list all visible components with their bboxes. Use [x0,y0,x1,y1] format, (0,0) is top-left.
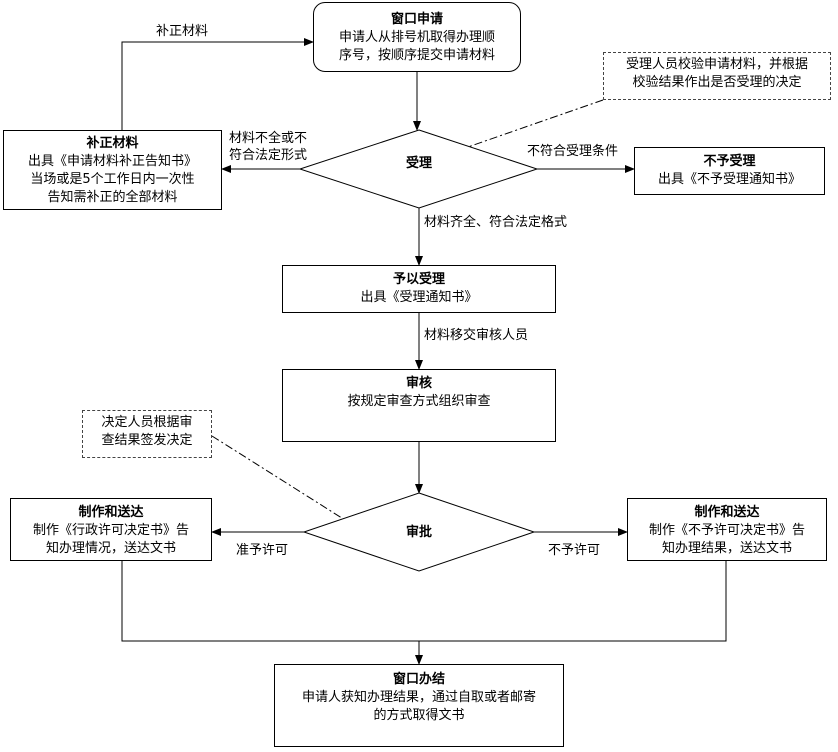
label-supplement-back: 补正材料 [156,24,209,40]
label-not-eligible: 不符合受理条件 [527,144,619,160]
note-connector-decision [211,435,346,521]
label-incomplete: 材料不全或不 符合法定形式 [229,130,308,164]
node-title: 制作和送达 [78,505,144,520]
edge-yes-to-finish [121,561,419,642]
make-deliver-deny-node: 制作和送达 制作《不予许可决定书》告 知办理结果，送达文书 [627,498,827,561]
review-node: 审核 按规定审查方式组织审查 [282,369,556,442]
note-text: 查结果签发决定 [101,433,193,448]
node-title: 制作和送达 [694,505,760,520]
label-permit: 准予许可 [236,543,289,559]
reject-accept-node: 不予受理 出具《不予受理通知书》 [634,147,825,195]
node-text: 制作《不予许可决定书》告 [648,523,805,538]
node-text: 知办理情况，送达文书 [45,541,176,556]
decision-note: 决定人员根据审 查结果签发决定 [82,410,212,458]
edge-supplement-to-apply [121,38,314,130]
node-title: 补正材料 [86,136,139,151]
supplement-node: 补正材料 出具《申请材料补正告知书》 当场或是5个工作日内一次性 告知需补正的全… [3,130,222,210]
note-text: 校验结果作出是否受理的决定 [632,75,802,90]
node-text: 出具《不予受理通知书》 [657,172,801,187]
node-title: 窗口办结 [392,672,445,687]
node-text: 出具《申请材料补正告知书》 [27,154,197,169]
make-deliver-permit-node: 制作和送达 制作《行政许可决定书》告 知办理情况，送达文书 [10,498,212,561]
edge-no-to-finish [419,561,727,642]
window-finish-node: 窗口办结 申请人获知办理结果，通过自取或者邮寄 的方式取得文书 [274,664,564,747]
approve-decision-label: 审批 [405,525,432,540]
note-connector-acceptance [464,99,604,149]
label-complete: 材料齐全、符合法定格式 [424,215,568,231]
note-text: 决定人员根据审 [101,415,193,430]
accept-decision-label: 受理 [405,156,432,171]
note-text: 受理人员校验申请材料，并根据 [625,57,808,72]
node-title: 予以受理 [392,272,445,287]
grant-accept-node: 予以受理 出具《受理通知书》 [282,265,556,313]
label-no-permit: 不予许可 [548,543,601,559]
node-text: 申请人获知办理结果，通过自取或者邮寄 [301,690,536,705]
label-transfer: 材料移交审核人员 [424,328,529,344]
accept-diamond [298,129,539,209]
node-text: 的方式取得文书 [373,708,465,723]
node-text: 告知需补正的全部材料 [47,190,178,205]
node-text: 知办理结果，送达文书 [661,541,792,556]
node-text: 当场或是5个工作日内一次性 [30,172,195,187]
node-text: 按规定审查方式组织审查 [347,394,491,409]
node-text: 申请人从排号机取得办理顺 [338,30,495,45]
node-text: 制作《行政许可决定书》告 [32,523,189,538]
approve-diamond [302,492,536,572]
label-text: 材料不全或不 [229,131,308,146]
node-text: 出具《受理通知书》 [360,290,478,305]
node-title: 窗口申请 [390,12,443,27]
node-title: 审核 [405,376,432,391]
node-title: 不予受理 [703,154,756,169]
node-text: 序号，按顺序提交申请材料 [338,48,495,63]
acceptance-note: 受理人员校验申请材料，并根据 校验结果作出是否受理的决定 [603,52,831,100]
label-text: 符合法定形式 [229,148,308,163]
window-apply-node: 窗口申请 申请人从排号机取得办理顺 序号，按顺序提交申请材料 [313,2,521,72]
